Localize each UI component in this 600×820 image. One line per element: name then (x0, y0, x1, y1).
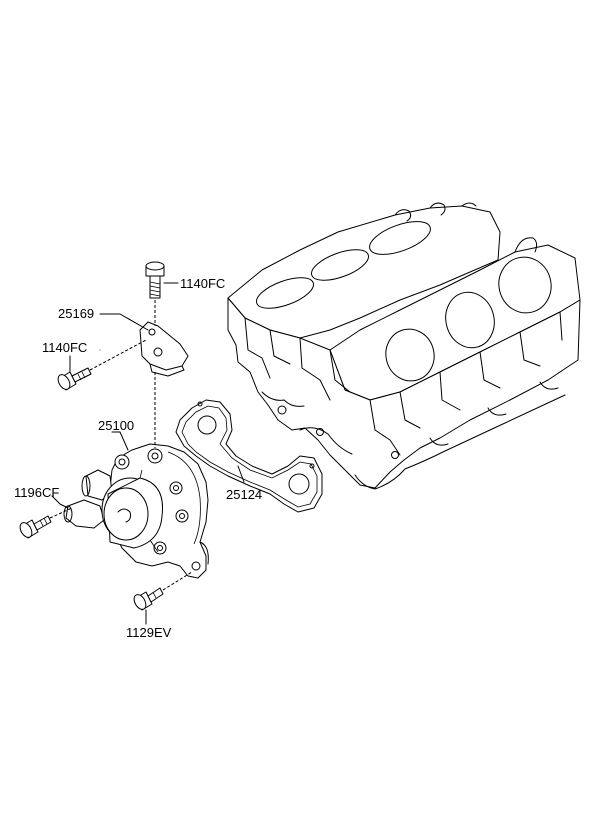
bracket-25169 (139, 321, 189, 377)
water-pump-25100 (63, 443, 209, 579)
engine-block (227, 202, 581, 490)
part-labels: 1140FC 25169 1140FC 25100 1196CF 25124 1… (14, 276, 262, 640)
assembly-lines (49, 300, 193, 591)
bolt-1196cf (19, 515, 52, 539)
label-bolt-left: 1196CF (14, 485, 59, 500)
label-water-pump: 25100 (98, 418, 134, 433)
label-gasket: 25124 (226, 487, 262, 502)
gasket-25124 (175, 399, 323, 513)
bolt-1129ev (133, 587, 164, 611)
label-bracket: 25169 (58, 306, 94, 321)
bolt-1140fc-bracket (57, 367, 92, 391)
label-bolt-top: 1140FC (180, 276, 225, 291)
leader-lines (51, 282, 245, 625)
label-bolt-bracket: 1140FC (42, 340, 87, 355)
label-bolt-bottom: 1129EV (126, 625, 172, 640)
bolt-1140fc-top (145, 261, 165, 299)
